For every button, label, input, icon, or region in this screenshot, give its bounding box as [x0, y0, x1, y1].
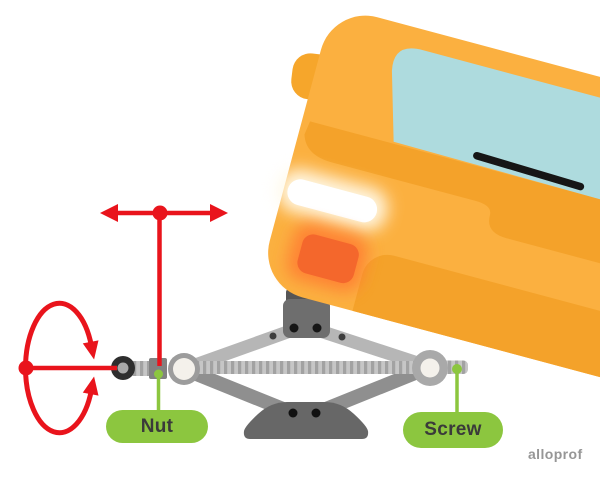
- car: [268, 15, 600, 408]
- nut-pointer-dot: [154, 369, 163, 379]
- arrowhead-left: [100, 204, 118, 222]
- nut-label: Nut: [106, 410, 208, 443]
- arrow-center-dot: [152, 205, 168, 221]
- wiper-icon: [473, 151, 585, 191]
- nut-pointer-line: [154, 369, 163, 414]
- car-hood-panel: [304, 121, 600, 303]
- rotation-arrowhead-top: [82, 340, 99, 360]
- windshield: [391, 48, 600, 245]
- jack-base: [243, 402, 369, 439]
- arm-pivot-hole: [338, 333, 346, 341]
- jack-left-hub: [168, 353, 200, 385]
- arm-pivot-hole: [269, 332, 277, 340]
- screw-label: Screw: [403, 412, 503, 448]
- translation-arrow: [100, 204, 228, 366]
- jack-right-hub: [412, 350, 448, 386]
- jack-handle-knob: [111, 356, 135, 380]
- car-bumper-panel: [351, 254, 600, 408]
- headlight-icon: [277, 168, 388, 232]
- screw-pointer-dot: [452, 364, 462, 374]
- screw-pointer-line: [452, 364, 462, 416]
- rotation-arrowhead-bottom: [82, 376, 99, 396]
- alloprof-watermark: alloprof: [528, 446, 583, 462]
- scissor-jack: [111, 289, 468, 439]
- arrowhead-right: [210, 204, 228, 222]
- rotation-arrow: [18, 300, 117, 436]
- rod-thread-left: [132, 361, 150, 376]
- fog-light-icon: [286, 223, 369, 292]
